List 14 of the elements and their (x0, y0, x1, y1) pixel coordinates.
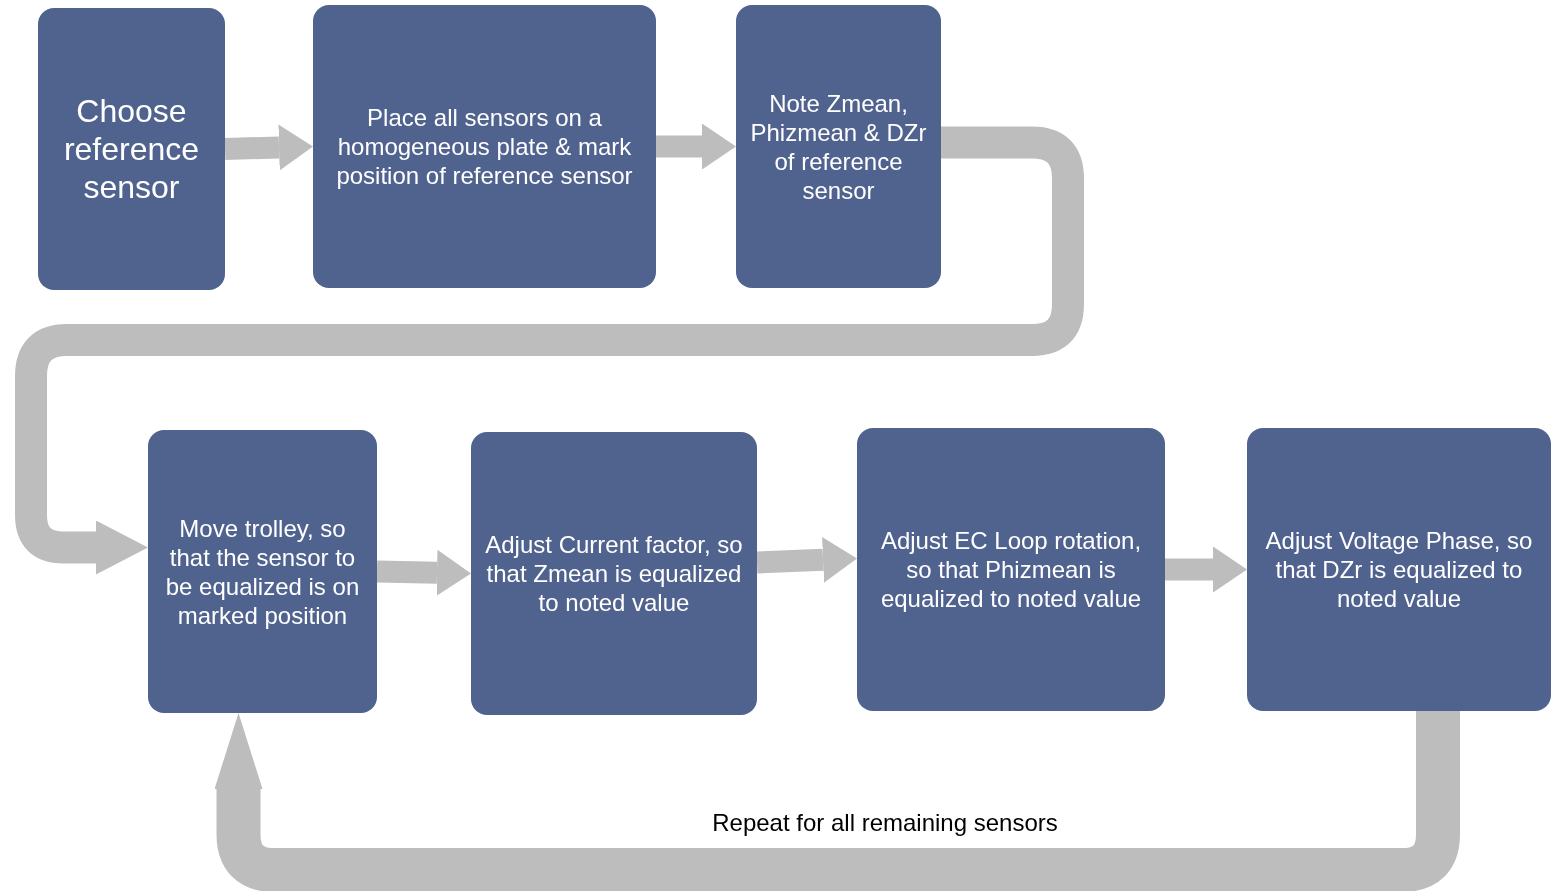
process-box (313, 5, 656, 288)
step-text: Adjust EC Loop rotation, so that Phizmean is equalized to noted value (879, 526, 1143, 613)
process-box (38, 8, 225, 290)
process-box (736, 5, 941, 288)
process-box (1247, 428, 1551, 711)
step-text: Note Zmean, Phizmean & DZr of reference sensor (749, 88, 928, 205)
step-text: Choose reference sensor (62, 92, 201, 206)
process-box (857, 428, 1165, 711)
step-text: Move trolley, so that the sensor to be equalized is on marked position (164, 513, 361, 630)
step-text: Place all sensors on a homogeneous plate & mark position of reference sensor (335, 103, 634, 190)
step-text: Adjust Current factor, so that Zmean is equalized to noted value (484, 530, 744, 617)
process-box (471, 432, 757, 715)
step-text: Adjust Voltage Phase, so that DZr is equalized to noted value (1264, 526, 1534, 613)
process-box (148, 430, 377, 713)
